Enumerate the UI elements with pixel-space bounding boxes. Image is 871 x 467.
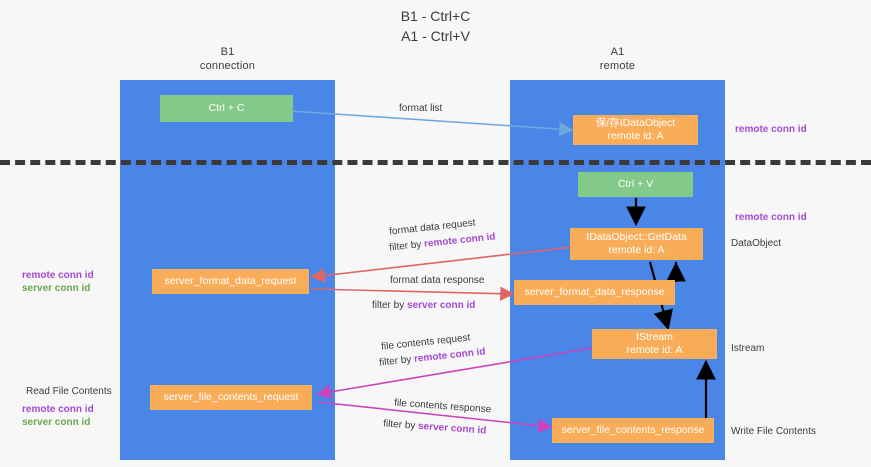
lane-header-a1-role: remote bbox=[599, 60, 636, 72]
lane-header-b1: B1 connection bbox=[120, 45, 335, 73]
node-istream-sub: remote id: A bbox=[626, 344, 683, 356]
filter-prefix-4: filter by bbox=[382, 418, 419, 432]
node-server-file-contents-request[interactable]: server_file_contents_request bbox=[150, 385, 312, 410]
node-server-format-data-request[interactable]: server_format_data_request bbox=[152, 269, 309, 294]
side-label-istream: Istream bbox=[731, 343, 765, 354]
node-istream[interactable]: IStream remote id: A bbox=[592, 329, 717, 359]
filter-prefix-3: filter by bbox=[378, 353, 415, 369]
node-ctrl-v[interactable]: Ctrl + V bbox=[578, 172, 693, 197]
side-label-remote-conn-id-mid: remote conn id bbox=[735, 212, 807, 223]
node-dataobject-remote[interactable]: 保/存IDataObject remote id: A bbox=[573, 115, 698, 145]
side-label-remote-conn-id-top: remote conn id bbox=[735, 124, 807, 135]
edge-label-file-contents-response-filter: filter by server conn id bbox=[383, 417, 487, 437]
node-getdata-label: IDataObject::GetData bbox=[586, 231, 687, 243]
node-ctrl-c[interactable]: Ctrl + C bbox=[160, 95, 293, 122]
node-server-format-data-request-label: server_format_data_request bbox=[164, 275, 297, 287]
filter-prefix-1: filter by bbox=[388, 238, 425, 254]
lane-header-a1: A1 remote bbox=[510, 45, 725, 73]
filter-key-server-conn-id-2: server conn id bbox=[417, 420, 487, 437]
node-dataobject-remote-label: 保/存IDataObject bbox=[595, 117, 676, 129]
side-label-left-remote-conn-id: remote conn id bbox=[22, 270, 94, 281]
title-line-2: A1 - Ctrl+V bbox=[401, 28, 470, 44]
side-label-dataobject: DataObject bbox=[731, 238, 782, 249]
node-dataobject-remote-sub: remote id: A bbox=[607, 130, 664, 142]
node-ctrl-c-label: Ctrl + C bbox=[208, 102, 245, 114]
lane-header-b1-name: B1 bbox=[220, 46, 235, 58]
title-line-1: B1 - Ctrl+C bbox=[400, 8, 471, 24]
node-server-file-contents-request-label: server_file_contents_request bbox=[163, 391, 299, 403]
edge-label-format-data-response: format data response bbox=[390, 275, 485, 286]
side-label-left-server-conn-id-2: server conn id bbox=[22, 417, 91, 428]
filter-key-remote-conn-id-2: remote conn id bbox=[413, 346, 486, 365]
lane-header-a1-name: A1 bbox=[610, 46, 625, 58]
side-label-write-file-contents: Write File Contents bbox=[731, 426, 816, 437]
side-label-read-file-contents: Read File Contents bbox=[26, 386, 112, 397]
filter-key-server-conn-id-1: server conn id bbox=[407, 300, 476, 311]
node-ctrl-v-label: Ctrl + V bbox=[617, 178, 654, 190]
node-server-format-data-response[interactable]: server_format_data_response bbox=[514, 280, 675, 305]
edge-label-format-list: format list bbox=[399, 103, 443, 114]
edge-label-file-contents-response: file contents response bbox=[393, 397, 492, 416]
node-server-format-data-response-label: server_format_data_response bbox=[524, 286, 665, 298]
filter-key-remote-conn-id-1: remote conn id bbox=[423, 231, 496, 250]
edge-label-format-data-response-filter: filter by server conn id bbox=[372, 299, 475, 312]
node-server-file-contents-response[interactable]: server_file_contents_response bbox=[552, 418, 714, 443]
node-istream-label: IStream bbox=[636, 331, 673, 343]
node-getdata[interactable]: IDataObject::GetData remote id: A bbox=[570, 228, 703, 260]
filter-prefix-2: filter by bbox=[372, 300, 408, 311]
node-getdata-sub: remote id: A bbox=[608, 244, 665, 256]
phase-divider bbox=[0, 160, 871, 165]
page-title: B1 - Ctrl+C A1 - Ctrl+V bbox=[0, 6, 871, 46]
side-label-left-remote-conn-id-2: remote conn id bbox=[22, 404, 94, 415]
node-server-file-contents-response-label: server_file_contents_response bbox=[561, 424, 705, 436]
lane-header-b1-role: connection bbox=[199, 60, 256, 72]
side-label-left-server-conn-id: server conn id bbox=[22, 283, 91, 294]
